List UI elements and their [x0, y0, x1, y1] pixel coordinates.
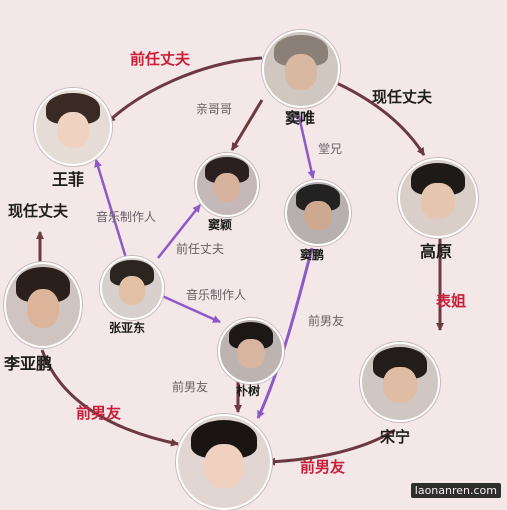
arrow-douwei-to-douying — [230, 99, 264, 151]
name-pu-shu: 朴树 — [236, 384, 261, 398]
song-ning-portrait — [360, 342, 440, 422]
label-liyapeng-bottom: 前男友 — [76, 404, 122, 422]
arrow-douwei-to-wangfei — [106, 56, 263, 124]
label-zhangyadong-douying: 前任丈夫 — [176, 242, 225, 256]
name-li-yapeng: 李亚鹏 — [4, 354, 53, 373]
name-wang-fei: 王菲 — [52, 170, 85, 189]
label-pushu-bottom: 前男友 — [172, 380, 209, 394]
label-zhangyadong-pushu: 音乐制作人 — [186, 288, 247, 302]
label-douwei-doupeng: 堂兄 — [318, 142, 343, 156]
label-gaoyuan-songning: 表姐 — [436, 292, 467, 310]
label-douwei-douying: 亲哥哥 — [196, 102, 233, 116]
arrow-zhangyadong-to-pushu — [159, 293, 221, 324]
gao-yuan-portrait — [398, 158, 478, 238]
watermark: laonanren.com — [410, 483, 501, 498]
arrow-doupeng-to-bottom — [256, 247, 314, 419]
arrow-zhangyadong-to-wangfei — [94, 159, 128, 259]
wang-fei-portrait — [34, 88, 112, 166]
name-dou-peng: 窦鹏 — [300, 248, 325, 262]
name-dou-ying: 窦颖 — [208, 218, 233, 232]
pu-shu-portrait — [218, 318, 284, 384]
bottom-woman-portrait — [176, 414, 272, 510]
name-zhang-yadong: 张亚东 — [109, 321, 146, 335]
li-yapeng-portrait — [4, 262, 82, 348]
dou-peng-portrait — [285, 180, 351, 246]
arrow-liyapeng-to-bottom — [40, 349, 179, 447]
name-gao-yuan: 高原 — [420, 242, 453, 261]
arrow-douwei-to-doupeng — [296, 111, 316, 179]
dou-wei-portrait — [262, 30, 340, 108]
arrow-douwei-to-gaoyuan — [329, 78, 426, 156]
label-douwei-wangfei: 前任丈夫 — [130, 50, 191, 68]
name-song-ning: 宋宁 — [380, 428, 411, 446]
label-liyapeng-wangfei: 现任丈夫 — [8, 202, 69, 220]
label-songning-bottom: 前男友 — [300, 458, 346, 476]
zhang-yadong-portrait — [100, 256, 164, 320]
name-dou-wei: 窦唯 — [285, 109, 316, 127]
label-zhangyadong-wangfei: 音乐制作人 — [96, 210, 157, 224]
dou-ying-portrait — [195, 153, 259, 217]
arrow-songning-to-bottom — [267, 428, 396, 466]
label-douwei-gaoyuan: 现任丈夫 — [372, 88, 433, 106]
label-doupeng-bottom: 前男友 — [308, 314, 345, 328]
arrow-zhangyadong-to-douying — [157, 204, 201, 259]
